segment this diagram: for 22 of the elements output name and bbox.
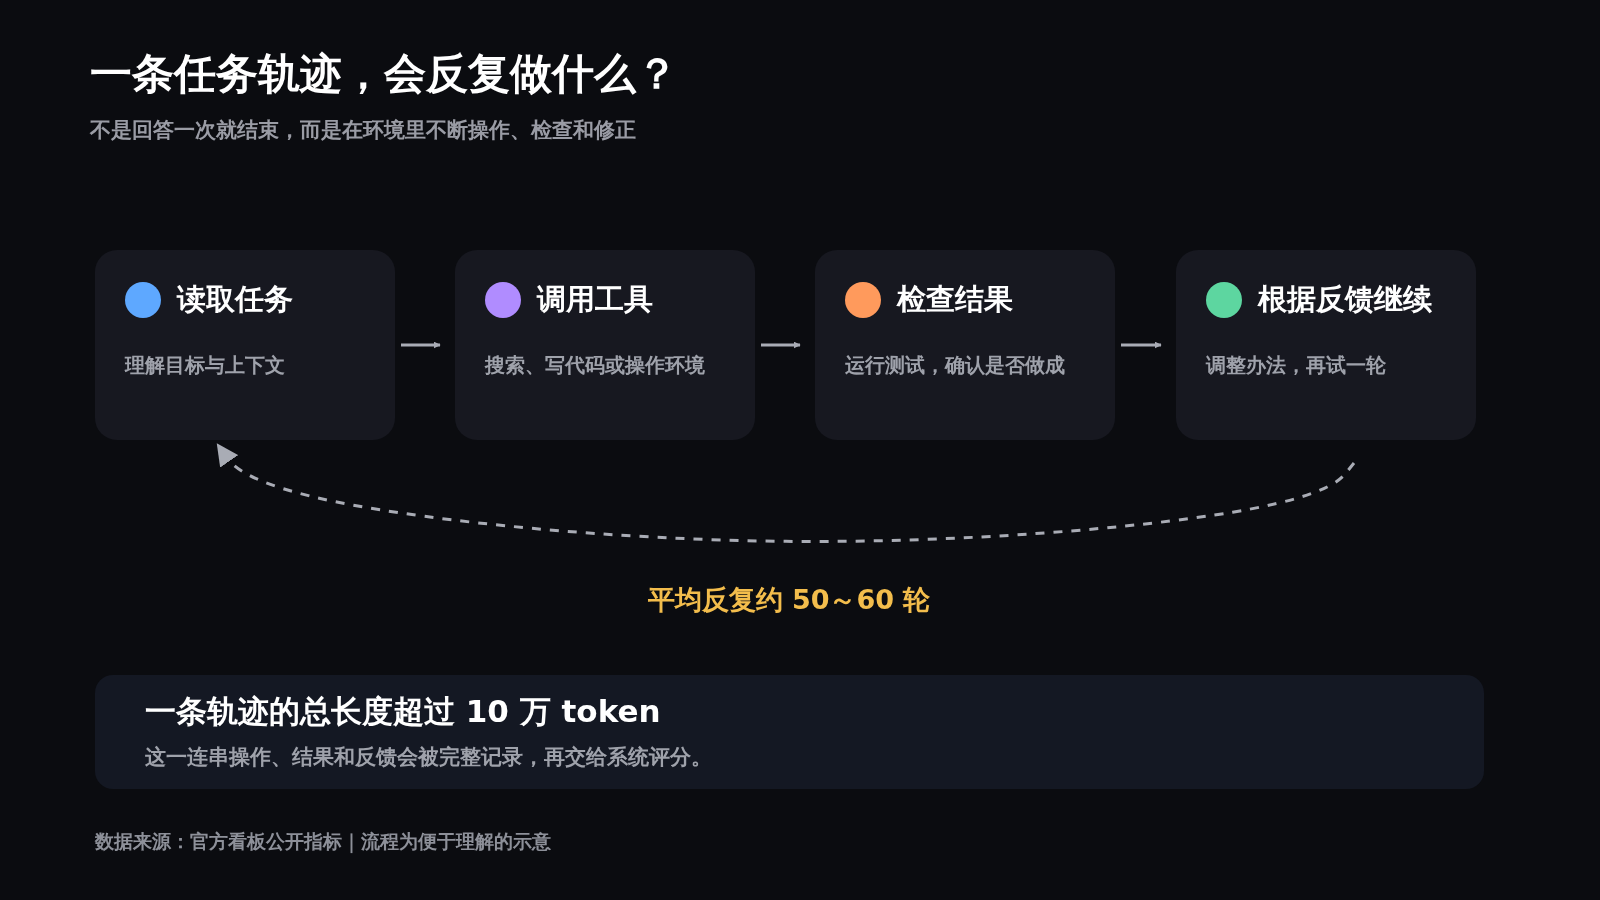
arrow bbox=[761, 341, 801, 349]
step-description: 理解目标与上下文 bbox=[125, 352, 285, 379]
summary-text: 这一连串操作、结果和反馈会被完整记录，再交给系统评分。 bbox=[145, 744, 712, 771]
arrow bbox=[1121, 341, 1162, 349]
step-description: 调整办法，再试一轮 bbox=[1206, 352, 1386, 379]
subtitle: 不是回答一次就结束，而是在环境里不断操作、检查和修正 bbox=[90, 117, 636, 144]
summary-heading: 一条轨迹的总长度超过 10 万 token bbox=[145, 692, 661, 731]
step-card bbox=[95, 250, 395, 440]
step-description: 运行测试，确认是否做成 bbox=[845, 352, 1065, 379]
step-title: 根据反馈继续 bbox=[1258, 281, 1432, 318]
footnote: 数据来源：官方看板公开指标｜流程为便于理解的示意 bbox=[95, 829, 551, 855]
step-title: 调用工具 bbox=[537, 281, 653, 318]
step-title: 读取任务 bbox=[177, 281, 293, 318]
step-description: 搜索、写代码或操作环境 bbox=[485, 352, 705, 379]
iteration-note: 平均反复约 50～60 轮 bbox=[647, 583, 931, 617]
step-card bbox=[815, 250, 1115, 440]
step-card bbox=[1176, 250, 1476, 440]
step-card bbox=[455, 250, 755, 440]
loop-arrow bbox=[216, 443, 1356, 543]
arrow bbox=[401, 341, 441, 349]
step-title: 检查结果 bbox=[897, 281, 1013, 318]
title: 一条任务轨迹，会反复做什么？ bbox=[90, 48, 678, 100]
